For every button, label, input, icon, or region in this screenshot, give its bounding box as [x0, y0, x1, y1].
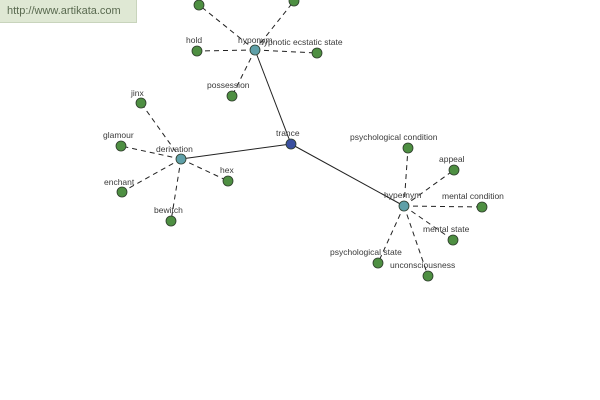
leaf-node-mental_cond[interactable] [476, 201, 488, 213]
graph-edges [120, 0, 483, 277]
leaf-label-unconsciousness: unconsciousness [390, 260, 455, 270]
hub-label-derivation: derivation [156, 144, 193, 154]
edge-trance-hypernym [290, 143, 405, 207]
leaf-node-unconsciousness[interactable] [422, 270, 434, 282]
edge-hypernym-psych_state [377, 205, 405, 264]
leaf-node-enchant[interactable] [116, 186, 128, 198]
leaf-node-hold[interactable] [191, 45, 203, 57]
hub-label-hyponym: hyponym [238, 35, 273, 45]
leaf-node-hypnotic[interactable] [311, 47, 323, 59]
leaf-node-hyponym_top1[interactable] [193, 0, 205, 11]
edge-hypernym-mental_cond [403, 205, 483, 208]
edge-derivation-bewitch [170, 158, 182, 222]
edge-derivation-jinx [140, 102, 182, 160]
hub-node-derivation[interactable] [175, 153, 187, 165]
edge-hyponym-hold [196, 49, 256, 52]
leaf-node-psych_cond[interactable] [402, 142, 414, 154]
leaf-label-hold: hold [186, 35, 202, 45]
edge-derivation-glamour [120, 145, 182, 160]
leaf-label-mental_cond: mental condition [442, 191, 504, 201]
leaf-label-appeal: appeal [439, 154, 465, 164]
leaf-node-mental_state[interactable] [447, 234, 459, 246]
hub-node-hypernym[interactable] [398, 200, 410, 212]
leaf-node-psych_state[interactable] [372, 257, 384, 269]
leaf-node-hyponym_top2[interactable] [288, 0, 300, 7]
edge-hypernym-psych_cond [403, 147, 409, 207]
graph-labels: trance hyponym derivation hypernym hypnotic … [103, 35, 504, 270]
edge-trance-derivation [180, 143, 292, 160]
edge-hyponym-hypnotic [254, 49, 318, 54]
leaf-node-jinx[interactable] [135, 97, 147, 109]
leaf-node-glamour[interactable] [115, 140, 127, 152]
edge-hypernym-unconsciousness [403, 205, 429, 277]
leaf-label-mental_state: mental state [423, 224, 470, 234]
leaf-label-psych_state: psychological state [330, 247, 402, 257]
leaf-label-hex: hex [220, 165, 234, 175]
graph-nodes [115, 0, 488, 282]
site-banner: http://www.artikata.com [0, 0, 137, 23]
leaf-label-hypnotic: hypnotic ecstatic state [259, 37, 343, 47]
leaf-node-bewitch[interactable] [165, 215, 177, 227]
center-node-trance[interactable] [285, 138, 297, 150]
edge-derivation-enchant [121, 158, 182, 193]
hub-node-hyponym[interactable] [249, 44, 261, 56]
edge-hypernym-appeal [403, 169, 455, 207]
leaf-label-enchant: enchant [104, 177, 135, 187]
leaf-node-possession[interactable] [226, 90, 238, 102]
leaf-node-appeal[interactable] [448, 164, 460, 176]
leaf-node-hex[interactable] [222, 175, 234, 187]
edge-hypernym-mental_state [403, 205, 454, 241]
edge-hyponym-hyponym_top1 [198, 4, 256, 51]
leaf-label-glamour: glamour [103, 130, 134, 140]
leaf-label-possession: possession [207, 80, 250, 90]
center-label: trance [276, 128, 300, 138]
leaf-label-bewitch: bewitch [154, 205, 183, 215]
hub-label-hypernym: hypernym [384, 190, 421, 200]
site-url-link[interactable]: http://www.artikata.com [7, 5, 121, 17]
leaf-label-jinx: jinx [130, 88, 145, 98]
leaf-label-psych_cond: psychological condition [350, 132, 438, 142]
edge-hyponym-hyponym_top2 [254, 0, 295, 51]
edge-trance-hyponym [254, 49, 292, 145]
